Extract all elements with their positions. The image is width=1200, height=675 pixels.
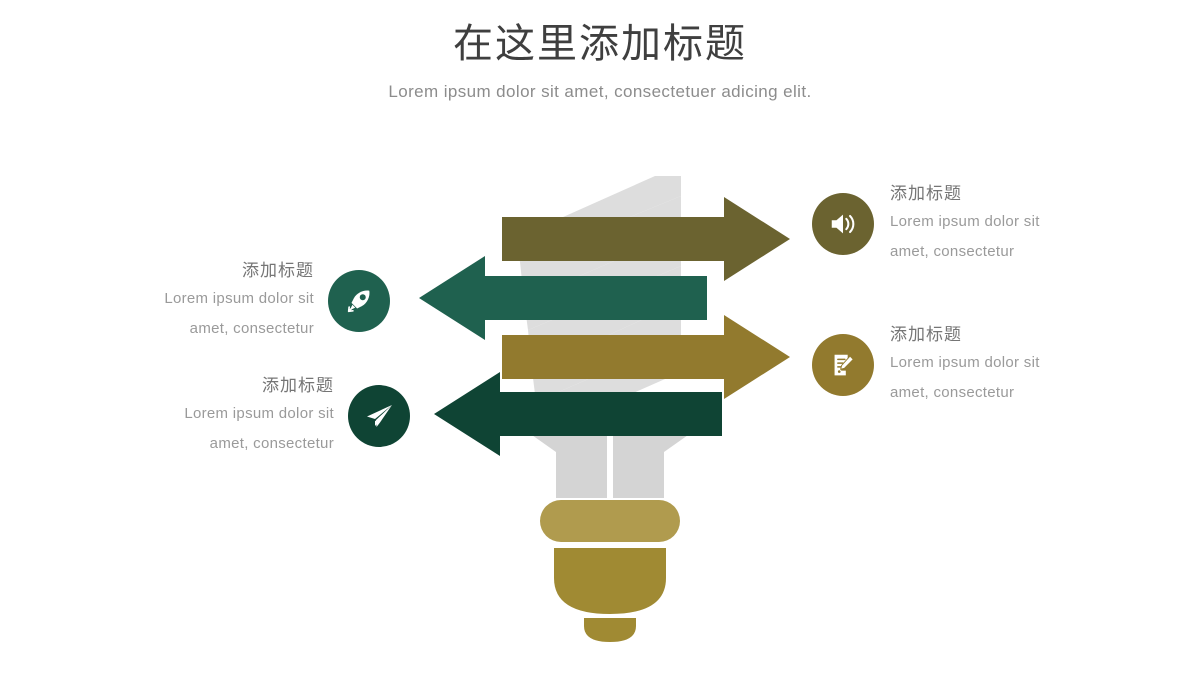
info-title: 添加标题 bbox=[890, 325, 962, 344]
info-item-sign[interactable]: 添加标题 Lorem ipsum dolor sit amet, consect… bbox=[812, 322, 1048, 408]
bulb-base-icon bbox=[554, 548, 666, 614]
arrow-right-gold bbox=[502, 315, 790, 399]
info-text-block: 添加标题 Lorem ipsum dolor sit amet, consect… bbox=[890, 181, 1048, 267]
info-item-send[interactable]: 添加标题 Lorem ipsum dolor sit amet, consect… bbox=[176, 373, 442, 459]
bulb-tip-icon bbox=[584, 618, 636, 642]
bulb-neck-icon bbox=[522, 428, 698, 498]
rocket-icon bbox=[328, 270, 390, 332]
slide-header: 在这里添加标题 Lorem ipsum dolor sit amet, cons… bbox=[0, 18, 1200, 104]
info-text-block: 添加标题 Lorem ipsum dolor sit amet, consect… bbox=[890, 322, 1048, 408]
info-title: 添加标题 bbox=[262, 376, 334, 395]
info-text-block: 添加标题 Lorem ipsum dolor sit amet, consect… bbox=[162, 258, 314, 344]
bulb-collar-icon bbox=[540, 500, 680, 542]
info-text-block: 添加标题 Lorem ipsum dolor sit amet, consect… bbox=[176, 373, 334, 459]
info-item-speaker[interactable]: 添加标题 Lorem ipsum dolor sit amet, consect… bbox=[812, 181, 1048, 267]
info-description: Lorem ipsum dolor sit amet, consectetur bbox=[890, 213, 1040, 260]
page-title: 在这里添加标题 bbox=[453, 21, 747, 66]
bulb-spiral-icon bbox=[516, 176, 681, 434]
info-description: Lorem ipsum dolor sit amet, consectetur bbox=[184, 405, 334, 452]
info-item-rocket[interactable]: 添加标题 Lorem ipsum dolor sit amet, consect… bbox=[162, 258, 390, 344]
info-title: 添加标题 bbox=[890, 184, 962, 203]
info-description: Lorem ipsum dolor sit amet, consectetur bbox=[164, 290, 314, 337]
page-subtitle: Lorem ipsum dolor sit amet, consectetuer… bbox=[388, 82, 812, 101]
info-title: 添加标题 bbox=[242, 261, 314, 280]
paper-plane-icon bbox=[348, 385, 410, 447]
info-description: Lorem ipsum dolor sit amet, consectetur bbox=[890, 354, 1040, 401]
document-pen-icon bbox=[812, 334, 874, 396]
arrow-left-green bbox=[419, 256, 707, 340]
arrow-right-olive bbox=[502, 197, 790, 281]
speaker-icon bbox=[812, 193, 874, 255]
arrow-left-darkgreen bbox=[434, 372, 722, 456]
